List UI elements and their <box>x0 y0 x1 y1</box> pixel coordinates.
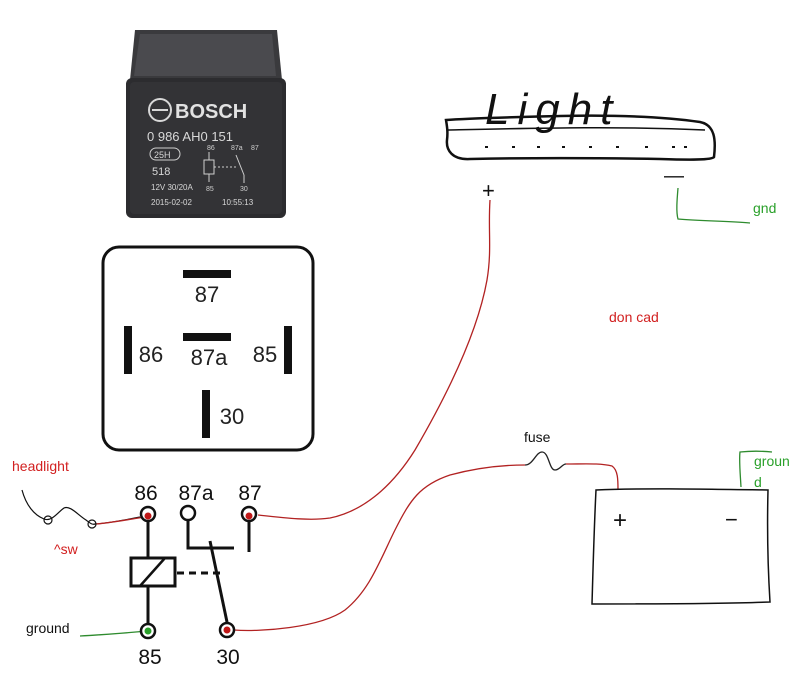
ground-label: ground <box>26 620 70 636</box>
relay-photo-switch-icon <box>235 154 245 176</box>
relay-badge: 25H <box>154 150 171 160</box>
pin-87a-blade <box>183 333 231 341</box>
light-body-outline <box>444 114 717 161</box>
headlight-label: headlight <box>12 458 69 474</box>
wire-87-to-light <box>257 199 491 520</box>
gnd-label: gnd <box>753 200 776 216</box>
battery-minus-terminal: − <box>725 507 738 532</box>
relay-code: 518 <box>152 166 170 178</box>
relay-photo-pin-87: 87 <box>251 145 259 152</box>
don-cad-label: don cad <box>609 309 659 325</box>
wire-sw-to-86 <box>95 516 146 525</box>
battery-ground-label-line2: d <box>754 474 762 490</box>
wire-switch <box>21 489 141 525</box>
battery: + − <box>591 488 771 605</box>
battery-outline <box>591 488 771 605</box>
relay-photo: BOSCH 0 986 AH0 151 25H 518 86 87a 87 85… <box>126 30 286 218</box>
relay-photo-pin-87a: 87a <box>231 145 243 152</box>
relay-brand: BOSCH <box>175 101 247 123</box>
light-dots <box>485 146 687 148</box>
pin-87-blade <box>183 270 231 278</box>
light-label: Light <box>485 85 620 134</box>
schematic-pin-87-label: 87 <box>238 482 261 505</box>
relay-part-number: 0 986 AH0 151 <box>147 129 233 144</box>
wire-30-to-fuse <box>233 464 526 632</box>
fuse-label: fuse <box>524 429 551 445</box>
schematic-pin-30-label: 30 <box>216 646 239 669</box>
pin-30-label: 30 <box>220 404 244 429</box>
pin-87a-label: 87a <box>191 345 228 370</box>
relay-rating: 12V 30/20A <box>151 183 193 192</box>
fuse-icon <box>524 451 567 471</box>
pinout-outline <box>101 245 315 452</box>
annotations: headlight ^sw ground gnd don cad fuse gr… <box>12 200 790 636</box>
pin-86-label: 86 <box>139 342 163 367</box>
headlight-switch-icon <box>43 515 97 529</box>
schematic-pin-86-label: 86 <box>134 482 157 505</box>
schematic-switch-arm <box>208 540 229 623</box>
battery-ground-label-line1: groun <box>754 453 790 469</box>
relay-photo-pin-30: 30 <box>240 186 248 193</box>
wire-85-to-ground <box>79 630 149 637</box>
pin-86-blade <box>124 326 132 374</box>
relay-badge-outline <box>149 147 181 161</box>
relay-photo-pin-86: 86 <box>207 145 215 152</box>
schematic-pin-87a-label: 87a <box>178 482 213 505</box>
switch-label: ^sw <box>54 541 79 557</box>
pin-30-blade <box>202 390 210 438</box>
bosch-logo-icon <box>148 98 172 122</box>
battery-plus-terminal: + <box>613 507 627 534</box>
pin-85-label: 85 <box>253 342 277 367</box>
light-minus-terminal: — <box>664 165 684 187</box>
relay-photo-pin-85: 85 <box>206 186 214 193</box>
light-fixture: Light + — <box>444 85 717 203</box>
light-plus-terminal: + <box>482 178 495 203</box>
relay-schematic: 86 87a 87 85 30 <box>129 482 262 669</box>
schematic-terminal-87a <box>179 504 197 522</box>
relay-time: 10:55:13 <box>222 198 254 207</box>
wire-fuse-to-battery <box>565 463 619 491</box>
relay-pinout: 87 87a 86 85 30 <box>101 245 315 452</box>
wire-light-ground <box>676 187 751 224</box>
schematic-pin-85-label: 85 <box>138 646 161 669</box>
relay-date: 2015-02-02 <box>151 198 192 207</box>
wire-battery-ground <box>738 450 773 488</box>
pin-85-blade <box>284 326 292 374</box>
pin-87-label: 87 <box>195 282 219 307</box>
